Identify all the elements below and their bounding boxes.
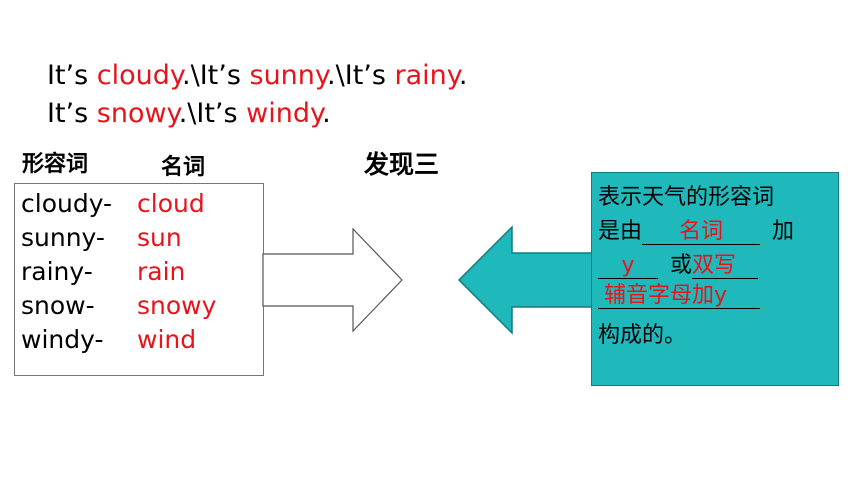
blank-answer-noun: 名词 <box>642 220 761 245</box>
word-pair-row: rainy-rain <box>21 257 185 286</box>
noun-word: rain <box>137 257 186 286</box>
sentence-text: . <box>322 98 331 129</box>
blank-answer-y: y <box>598 254 658 279</box>
rule-line-5: 构成的。 <box>598 323 687 348</box>
sentence-text: .\It’s <box>327 60 395 91</box>
sentence-text: .\It’s <box>178 98 247 129</box>
discovery-title: 发现三 <box>364 150 440 179</box>
right-arrow-icon <box>262 228 403 333</box>
adjective-word: cloudy- <box>21 189 113 218</box>
blank-answer-double: 双写 <box>692 254 759 279</box>
word-pair-row: snow-snowy <box>21 291 216 320</box>
adjective-word: rainy- <box>21 257 93 286</box>
word-pair-row: windy-wind <box>21 325 196 354</box>
adjective-word: sunny- <box>21 223 105 252</box>
weather-word: rainy <box>394 60 459 91</box>
noun-word: sun <box>137 223 182 252</box>
rule-text: 是由 <box>598 219 643 244</box>
blank-answer-consonant: 辅音字母加y <box>598 284 760 309</box>
noun-word: snowy <box>137 291 217 320</box>
rule-line-1: 表示天气的形容词 <box>598 185 775 210</box>
sentence-text: .\It’s <box>182 60 250 91</box>
sentence-text: . <box>458 60 468 91</box>
weather-word: windy <box>246 98 323 129</box>
left-arrow-icon <box>457 225 594 335</box>
sentence-text: It’s <box>47 98 97 129</box>
sentence-line-2: It’s snowy.\It’s windy. <box>47 98 331 129</box>
adjective-header: 形容词 <box>22 152 89 177</box>
word-pair-row: sunny-sun <box>21 223 182 252</box>
word-pair-row: cloudy-cloud <box>21 189 205 218</box>
noun-word: wind <box>137 325 197 354</box>
noun-header: 名词 <box>161 155 206 180</box>
rule-line-4: 辅音字母加y <box>598 283 760 309</box>
sentence-line-1: It’s cloudy.\It’s sunny.\It’s rainy. <box>47 60 468 91</box>
weather-word: cloudy <box>96 60 183 91</box>
sentence-text: It’s <box>47 60 97 91</box>
rule-text: 加 <box>772 219 795 244</box>
rule-text: 或 <box>670 253 693 278</box>
adjective-word: snow- <box>21 291 95 320</box>
weather-word: sunny <box>249 60 328 91</box>
weather-word: snowy <box>96 98 179 129</box>
word-pairs-box: cloudy-cloud sunny-sun rainy-rain snow-s… <box>14 183 264 376</box>
noun-word: cloud <box>137 189 205 218</box>
adjective-word: windy- <box>21 325 104 354</box>
rule-line-2: 是由名词加 <box>598 213 794 245</box>
